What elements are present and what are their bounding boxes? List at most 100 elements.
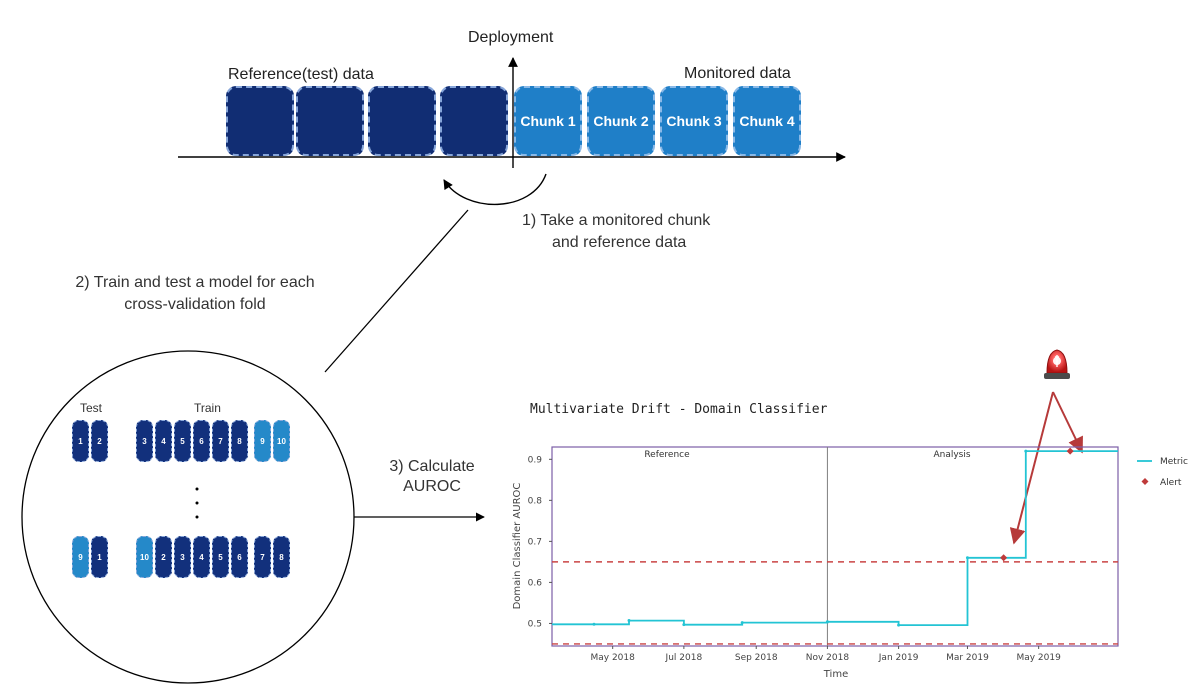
x-tick-label-2: Jul 2018 bbox=[665, 653, 703, 663]
cv-row2-train-6: 6 bbox=[231, 536, 248, 578]
monitored-chunk-1: Chunk 1 bbox=[514, 86, 582, 156]
step-1-line-1: 1) Take a monitored chunk bbox=[522, 212, 711, 229]
cv-row1-train-2: 4 bbox=[155, 420, 172, 462]
cross-validation-circle bbox=[21, 350, 355, 684]
metric-point bbox=[1024, 449, 1028, 453]
cv-box-text: 2 bbox=[97, 436, 102, 446]
alert-point-1 bbox=[1000, 554, 1008, 562]
y-tick-label-3: 0.7 bbox=[528, 537, 542, 547]
cv-box-text: 10 bbox=[277, 436, 286, 446]
monitored-chunk-4: Chunk 4 bbox=[733, 86, 801, 156]
ellipsis-dot-2 bbox=[195, 501, 199, 505]
monitored-chunk-2: Chunk 2 bbox=[587, 86, 655, 156]
cv-row1-train-7: 9 bbox=[254, 420, 271, 462]
step-3-text: 3) Calculate AUROC bbox=[380, 457, 484, 497]
step-1-text: 1) Take a monitored chunk and reference … bbox=[522, 210, 710, 253]
chunk-1-label: Chunk 1 bbox=[520, 113, 576, 129]
metric-point bbox=[965, 556, 969, 560]
x-tick-label-6: Mar 2019 bbox=[946, 653, 989, 663]
chart-plot-border bbox=[551, 446, 1119, 647]
cv-row1-train-5: 7 bbox=[212, 420, 229, 462]
analysis-region-label: Analysis bbox=[933, 450, 970, 460]
reference-chunk-3 bbox=[368, 86, 436, 156]
step-3-line-2: AUROC bbox=[403, 478, 461, 495]
step-2-text: 2) Train and test a model for each cross… bbox=[50, 272, 340, 315]
cv-test-label: Test bbox=[80, 401, 103, 415]
cv-box-text: 6 bbox=[199, 436, 204, 446]
chunk-2-label: Chunk 2 bbox=[593, 113, 649, 129]
cv-train-label: Train bbox=[194, 401, 221, 415]
step-2-line-1: 2) Train and test a model for each bbox=[75, 274, 315, 291]
reference-chunk-4 bbox=[440, 86, 508, 156]
cv-row1-train-3: 5 bbox=[174, 420, 191, 462]
cv-box-text: 8 bbox=[279, 552, 284, 562]
cv-box-text: 9 bbox=[260, 436, 265, 446]
alert-arrow-2 bbox=[1052, 391, 1083, 454]
cv-box-text: 1 bbox=[78, 436, 83, 446]
reference-data-label: Reference(test) data bbox=[228, 66, 374, 83]
legend-alert-label: Alert bbox=[1160, 478, 1182, 488]
cv-row1-train-4: 6 bbox=[193, 420, 210, 462]
metric-point bbox=[627, 619, 631, 623]
x-tick-label-4: Nov 2018 bbox=[806, 653, 850, 663]
legend-alert-swatch bbox=[1141, 478, 1149, 485]
cv-row2-test-2: 1 bbox=[91, 536, 108, 578]
reference-chunk-1 bbox=[226, 86, 294, 156]
y-tick-label-1: 0.5 bbox=[528, 619, 542, 629]
metric-point bbox=[897, 623, 901, 627]
ellipsis-dot-3 bbox=[195, 515, 199, 519]
x-axis-label: Time bbox=[823, 669, 848, 680]
cv-box-text: 7 bbox=[260, 552, 265, 562]
x-tick-label-1: May 2018 bbox=[590, 653, 635, 663]
metric-series-line bbox=[552, 450, 1118, 626]
cv-box-text: 5 bbox=[180, 436, 185, 446]
cv-row2-train-2: 2 bbox=[155, 536, 172, 578]
ellipsis-dot-1 bbox=[195, 487, 199, 491]
cv-row2-test-1: 9 bbox=[72, 536, 89, 578]
cv-box-text: 1 bbox=[97, 552, 102, 562]
siren-icon bbox=[1044, 349, 1070, 379]
cv-box-text: 9 bbox=[78, 552, 83, 562]
x-tick-label-5: Jan 2019 bbox=[878, 653, 919, 663]
deployment-label: Deployment bbox=[468, 29, 554, 46]
cv-box-text: 4 bbox=[161, 436, 166, 446]
alert-arrow-1 bbox=[1009, 391, 1054, 545]
cv-row2-train-1: 10 bbox=[136, 536, 153, 578]
cv-box-text: 2 bbox=[161, 552, 166, 562]
cv-row1-train-1: 3 bbox=[136, 420, 153, 462]
chart-title: Multivariate Drift - Domain Classifier bbox=[530, 402, 828, 417]
cv-box-text: 6 bbox=[237, 552, 242, 562]
cv-row2-train-8: 8 bbox=[273, 536, 290, 578]
chunk-4-label: Chunk 4 bbox=[739, 113, 795, 129]
connector-line bbox=[324, 209, 469, 373]
metric-point bbox=[682, 623, 686, 627]
cv-box-text: 4 bbox=[199, 552, 204, 562]
metric-point bbox=[740, 621, 744, 625]
cv-row2-train-3: 3 bbox=[174, 536, 191, 578]
y-tick-label-5: 0.9 bbox=[528, 455, 543, 465]
cv-row1-test-2: 2 bbox=[91, 420, 108, 462]
monitored-data-label: Monitored data bbox=[684, 65, 791, 82]
cv-row2-train-4: 4 bbox=[193, 536, 210, 578]
chunk-3-label: Chunk 3 bbox=[666, 113, 722, 129]
y-tick-label-2: 0.6 bbox=[528, 578, 543, 588]
cv-box-text: 10 bbox=[140, 552, 149, 562]
metric-point bbox=[592, 622, 596, 626]
cv-box-text: 5 bbox=[218, 552, 223, 562]
x-tick-label-3: Sep 2018 bbox=[735, 653, 778, 663]
cv-row1-train-6: 8 bbox=[231, 420, 248, 462]
loop-arrow bbox=[443, 173, 547, 206]
cv-box-text: 7 bbox=[218, 436, 223, 446]
metric-point bbox=[825, 620, 829, 624]
cv-row1-test-1: 1 bbox=[72, 420, 89, 462]
cv-box-text: 8 bbox=[237, 436, 242, 446]
legend-metric-label: Metric bbox=[1160, 457, 1188, 467]
cv-row2-train-7: 7 bbox=[254, 536, 271, 578]
y-axis-label: Domain Classifier AUROC bbox=[512, 483, 523, 610]
reference-chunk-2 bbox=[296, 86, 364, 156]
cv-row2-train-5: 5 bbox=[212, 536, 229, 578]
step-2-line-2: cross-validation fold bbox=[124, 295, 266, 313]
